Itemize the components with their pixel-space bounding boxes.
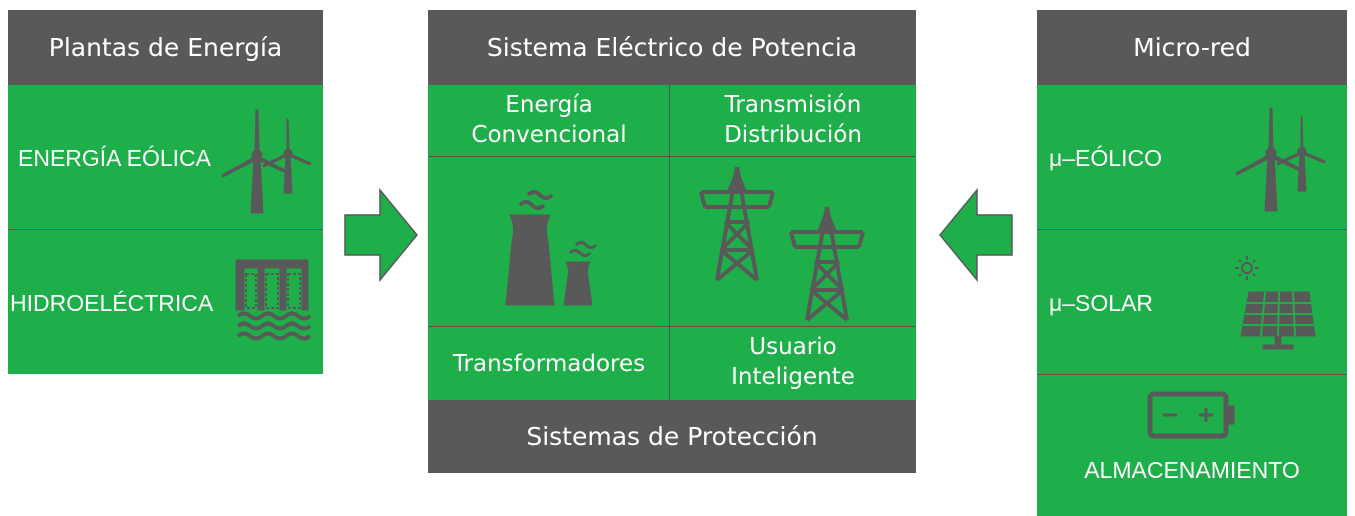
wind-turbine-icon <box>221 109 312 214</box>
transmission-label: Transmisión Distribución <box>724 92 862 148</box>
micro-solar-cell: μ–SOLAR <box>1037 230 1347 375</box>
conventional-label: Energía Convencional <box>471 92 627 148</box>
transmission-tower-icon <box>699 166 865 322</box>
hydro-cell: HIDROELÉCTRICA <box>8 230 323 374</box>
battery-icon <box>1147 391 1235 439</box>
left-arrow-icon <box>939 187 1013 283</box>
microgrid-header: Micro-red <box>1037 10 1347 85</box>
wind-turbine-icon <box>1235 107 1326 212</box>
right-arrow-icon <box>344 187 418 283</box>
transformers-cell: Transformadores <box>428 327 670 400</box>
storage-label: ALMACENAMIENTO <box>1084 457 1300 483</box>
power-system-panel: Sistema Eléctrico de Potencia Energía Co… <box>428 10 916 473</box>
storage-cell: ALMACENAMIENTO <box>1037 375 1347 516</box>
micro-solar-label: μ–SOLAR <box>1049 290 1154 316</box>
transmission-cell: Transmisión Distribución <box>670 85 916 157</box>
wind-energy-label: ENERGÍA EÓLICA <box>18 145 212 171</box>
power-plants-header: Plantas de Energía <box>8 10 323 85</box>
transmission-icon-cell <box>670 157 916 327</box>
smart-user-label: Usuario Inteligente <box>731 334 855 390</box>
power-plant-icon <box>505 190 598 306</box>
power-system-header: Sistema Eléctrico de Potencia <box>428 10 916 85</box>
power-plants-panel: Plantas de Energía ENERGÍA EÓLICA HIDROE… <box>8 10 323 374</box>
microgrid-panel: Micro-red μ–EÓLICO μ–SOLAR <box>1037 10 1347 516</box>
protection-systems-footer: Sistemas de Protección <box>428 400 916 473</box>
micro-wind-cell: μ–EÓLICO <box>1037 85 1347 230</box>
dam-icon <box>235 259 312 341</box>
solar-panel-icon <box>1235 256 1316 350</box>
conventional-cell: Energía Convencional <box>428 85 670 157</box>
transformers-label: Transformadores <box>452 351 646 377</box>
conventional-icon-cell <box>428 157 670 327</box>
wind-energy-cell: ENERGÍA EÓLICA <box>8 85 323 230</box>
smart-user-cell: Usuario Inteligente <box>670 327 916 400</box>
micro-wind-label: μ–EÓLICO <box>1049 145 1162 171</box>
hydro-label: HIDROELÉCTRICA <box>10 290 214 316</box>
